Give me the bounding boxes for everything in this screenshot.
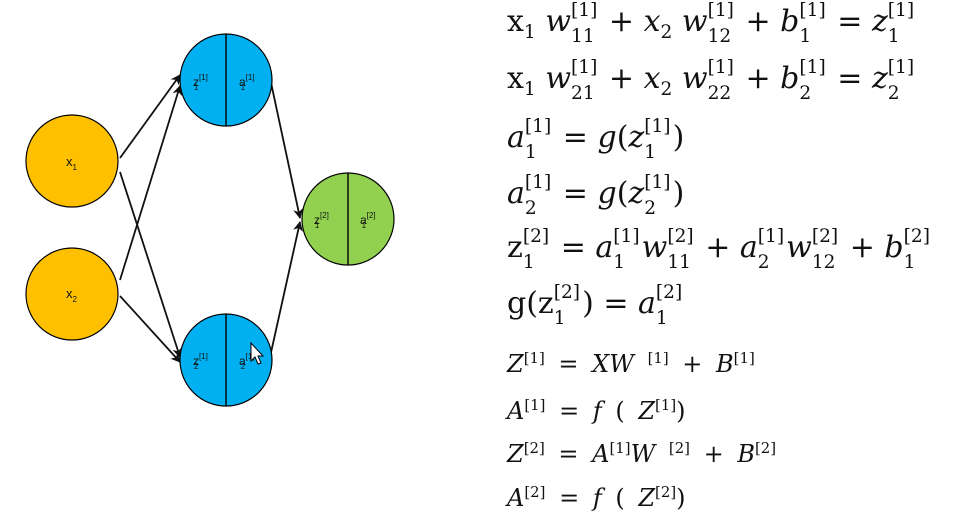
hidden-node-2-a-label: a[1]2 [239, 352, 255, 371]
edge-x1-h2 [119, 171, 182, 358]
mouse-cursor [250, 341, 265, 365]
output-node-z-label: z[2]1 [314, 211, 329, 230]
hidden-node-1: z[1]1 a[1]1 [179, 33, 273, 127]
input-node-x1: x1 [25, 114, 119, 208]
input-node-x1-circle [25, 114, 119, 208]
matrix-equation-a2: A[2] = f ( Z[2]) [507, 483, 686, 512]
output-node-a-label: a[2]1 [360, 211, 376, 230]
input-node-x2-label: x2 [66, 286, 78, 304]
edge-h2-out [269, 221, 303, 358]
edge-x2-h1 [119, 85, 183, 281]
input-node-x2: x2 [25, 247, 119, 341]
edge-x1-h1 [119, 74, 181, 159]
neural-network-diagram: x1 x2 z[1]1 a[1]1 z[1]2 a[1]2 z[2]1 a[2]… [25, 33, 395, 407]
equation-z2-layer1: x1 w[1]21 + x2 w[1]22 + b[1]2 = z[1]2 [507, 56, 915, 104]
hidden-node-1-z-label: z[1]1 [193, 73, 208, 92]
connections [119, 74, 304, 363]
equation-z1-layer1: x1 w[1]11 + x2 w[1]12 + b[1]1 = z[1]1 [507, 0, 915, 47]
equation-a1-layer2: g(z[2]1) = a[2]1 [507, 281, 683, 329]
equation-a2-layer1: a[1]2 = g(z[1]2) [507, 171, 685, 219]
hidden-node-2-z-label: z[1]2 [193, 352, 208, 371]
hidden-node-2: z[1]2 a[1]2 [179, 313, 273, 407]
hidden-node-1-a-label: a[1]1 [239, 73, 255, 92]
equation-a1-layer1: a[1]1 = g(z[1]1) [507, 115, 685, 163]
cursor-arrow-icon [250, 341, 265, 365]
edge-x2-h2 [119, 295, 181, 363]
output-node: z[2]1 a[2]1 [301, 172, 395, 266]
input-node-x2-circle [25, 247, 119, 341]
matrix-equation-z2: Z[2] = A[1]W [2] + B[2] [507, 439, 777, 468]
matrix-equation-a1: A[1] = f ( Z[1]) [507, 396, 686, 425]
matrix-equation-z1: Z[1] = XW [1] + B[1] [507, 349, 755, 378]
edge-h1-out [269, 77, 304, 219]
input-node-x1-label: x1 [66, 154, 78, 172]
